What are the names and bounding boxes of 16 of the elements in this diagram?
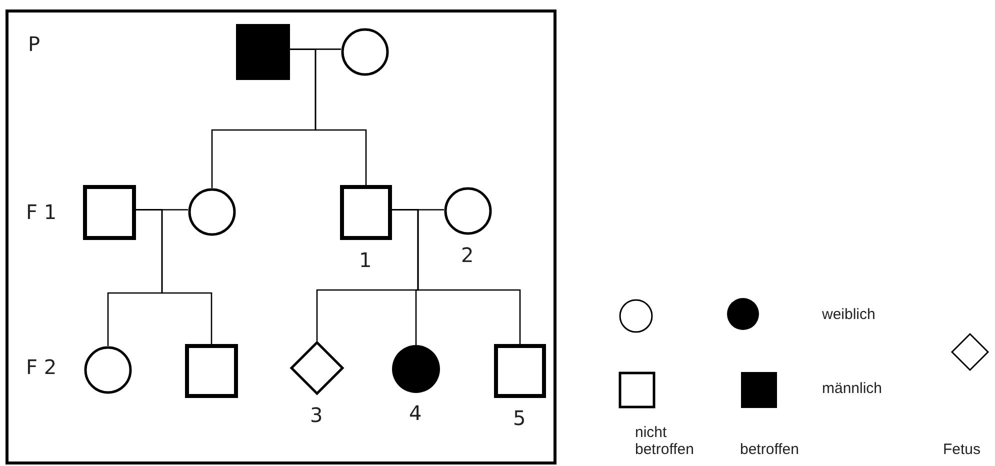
pedigree-line <box>290 48 367 185</box>
legend-label: Fetus <box>943 441 981 458</box>
individual-number: 4 <box>409 401 422 425</box>
generation-label: P <box>28 32 40 56</box>
individual-number: 3 <box>310 403 323 427</box>
legend-label: nicht betroffen <box>635 424 695 458</box>
generation-label: F 2 <box>26 355 57 379</box>
individual-number: 1 <box>359 248 372 272</box>
legend-label: weiblich <box>822 306 876 323</box>
generation-label: F 1 <box>26 200 57 224</box>
individual-number: 2 <box>461 243 474 267</box>
individual-number: 5 <box>513 406 526 430</box>
pedigree-line <box>392 209 521 344</box>
pedigree-line <box>136 209 212 344</box>
legend-label: männlich <box>822 380 882 397</box>
legend-label: betroffen <box>740 441 799 458</box>
